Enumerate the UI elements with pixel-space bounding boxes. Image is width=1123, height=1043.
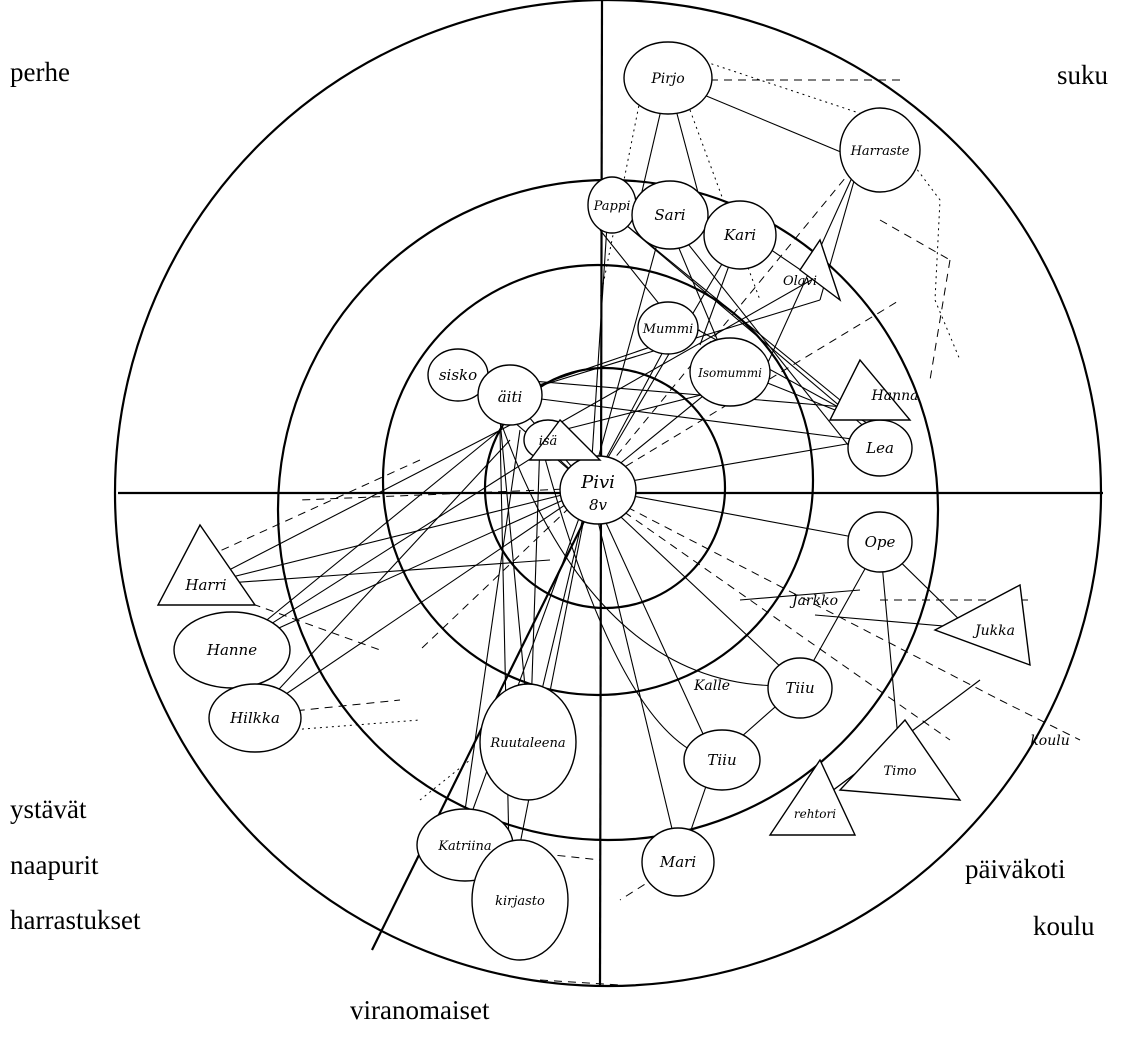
second-circle bbox=[381, 263, 815, 697]
ope-node bbox=[847, 511, 913, 573]
triangle-nodes bbox=[156, 238, 1031, 836]
sector-label-authorities: viranomaiset bbox=[350, 995, 490, 1025]
tiiu1-node bbox=[767, 657, 833, 719]
sector-label-school: koulu bbox=[1033, 911, 1095, 941]
ruutaleena-node bbox=[479, 683, 577, 801]
koulu-hand-label: koulu bbox=[1030, 733, 1069, 749]
lea-label: Lea bbox=[865, 439, 894, 457]
mari-node bbox=[641, 827, 715, 897]
timo-node bbox=[838, 718, 962, 801]
kirjasto-label: kirjasto bbox=[495, 894, 545, 909]
olavi-triangle bbox=[799, 238, 842, 302]
ope-label: Ope bbox=[865, 533, 896, 551]
rehtori-node bbox=[768, 758, 857, 836]
jarkko-label: Jarkko bbox=[789, 593, 838, 609]
tiiu2-label: Tiiu bbox=[707, 751, 736, 769]
mummi-node bbox=[637, 301, 699, 355]
isa-label: isä bbox=[539, 434, 558, 449]
harraste-label: Harraste bbox=[850, 144, 910, 159]
kalle-label: Kalle bbox=[693, 678, 730, 694]
harraste-node bbox=[839, 107, 921, 193]
ruutaleena-label: Ruutaleena bbox=[489, 736, 565, 751]
katriina-label: Katriina bbox=[437, 839, 491, 854]
timo-label: Timo bbox=[884, 764, 917, 779]
sari-label: Sari bbox=[654, 206, 685, 224]
tiiu2-node bbox=[683, 729, 761, 791]
sari-node bbox=[631, 180, 709, 250]
sector-label-family: perhe bbox=[10, 57, 70, 87]
hilkka-label: Hilkka bbox=[229, 709, 280, 727]
sector-label-daycare: päiväkoti bbox=[965, 854, 1066, 884]
person-nodes bbox=[173, 41, 921, 961]
isomummi-node bbox=[689, 337, 771, 407]
jukka-label: Jukka bbox=[972, 623, 1015, 639]
center-label: Pivi bbox=[580, 472, 615, 493]
pappi-label: Pappi bbox=[593, 199, 631, 214]
sisko-label: sisko bbox=[439, 366, 477, 384]
pirjo-label: Pirjo bbox=[650, 71, 684, 87]
sector-label-friends: ystävät bbox=[10, 794, 87, 824]
isomummi-label: Isomummi bbox=[697, 366, 762, 380]
tiiu1-label: Tiiu bbox=[785, 679, 814, 697]
hanna-triangle bbox=[828, 358, 912, 421]
mari-label: Mari bbox=[659, 853, 696, 871]
hanna-label: Hanna bbox=[871, 388, 919, 404]
pirjo-node bbox=[623, 41, 713, 115]
hanne-label: Hanne bbox=[206, 641, 257, 659]
sector-label-relatives: suku bbox=[1057, 60, 1109, 90]
mummi-label: Mummi bbox=[642, 322, 694, 337]
rehtori-label: rehtori bbox=[794, 807, 836, 821]
sector-label-neighbours: naapurit bbox=[10, 850, 99, 880]
kari-node bbox=[703, 200, 777, 270]
isa-triangle bbox=[528, 418, 602, 461]
olavi-label: Olavi bbox=[783, 274, 817, 289]
center-node bbox=[559, 455, 637, 525]
aiti-node bbox=[477, 364, 543, 426]
center-age-label: 8v bbox=[589, 496, 608, 514]
aiti-label: äiti bbox=[498, 388, 523, 406]
harri-label: Harri bbox=[184, 576, 226, 594]
hilkka-node bbox=[208, 683, 302, 753]
sector-label-hobbies: harrastukset bbox=[10, 905, 141, 935]
kirjasto-node bbox=[471, 839, 569, 961]
jukka-node bbox=[933, 583, 1031, 667]
kari-label: Kari bbox=[723, 226, 756, 244]
harri-node bbox=[156, 523, 257, 606]
